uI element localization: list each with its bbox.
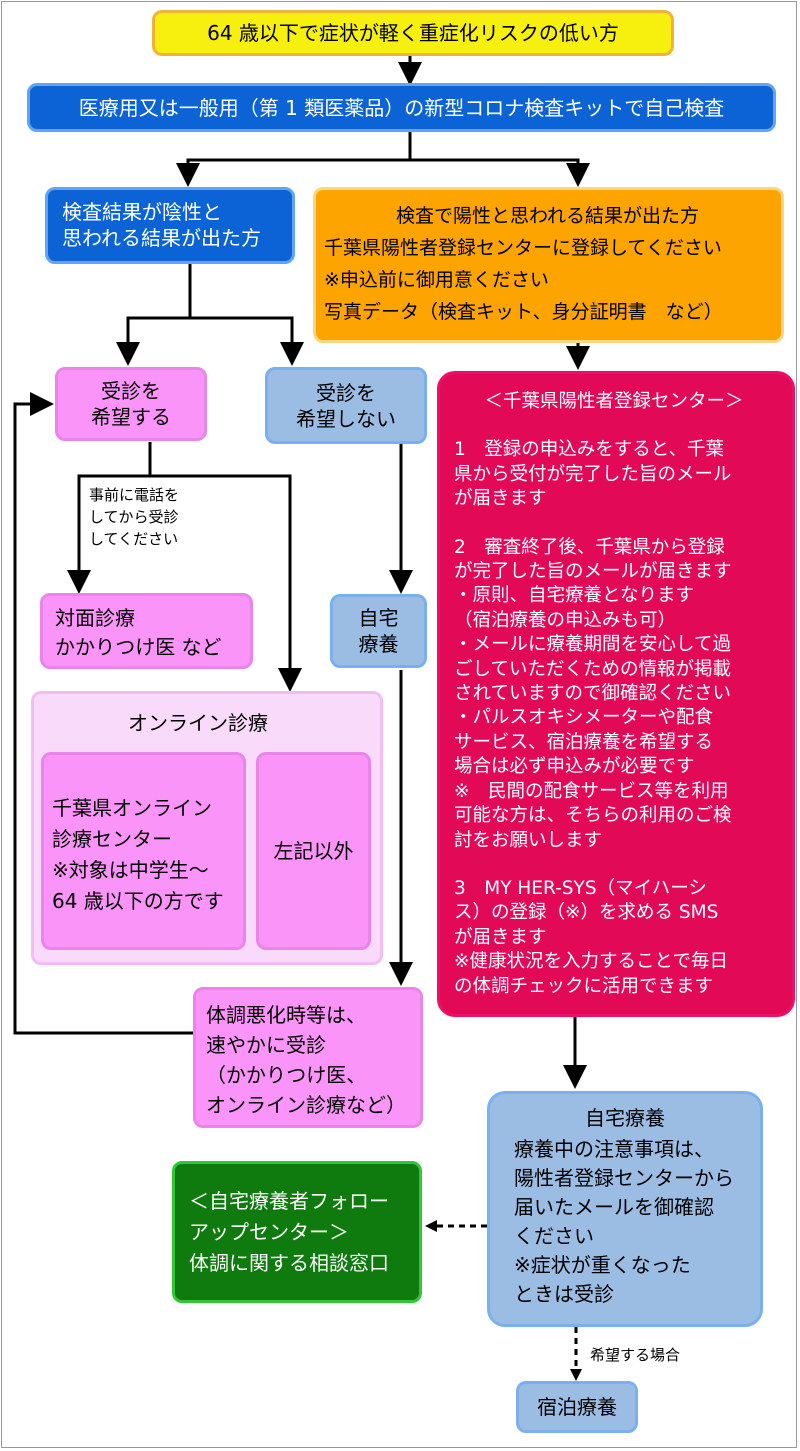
self-test-text: 医療用又は一般用（第 1 類医薬品）の新型コロナ検査キットで自己検査 bbox=[78, 95, 725, 120]
phone-note: 事前に電話を してから受診 してください bbox=[89, 486, 180, 548]
want-visit-box: 受診を 希望する bbox=[55, 367, 207, 441]
in-person-box: 対面診療 かかりつけ医 など bbox=[40, 593, 253, 669]
lodging-box: 宿泊療養 bbox=[516, 1381, 638, 1433]
text-line: ・原則、自宅療養となります bbox=[454, 585, 694, 607]
arrow-to-no-visit bbox=[190, 316, 304, 366]
text-line: が完了した旨のメールが届きます bbox=[454, 561, 732, 583]
hope-label: 希望する場合 bbox=[590, 1346, 681, 1364]
arrow-to-online bbox=[150, 474, 302, 692]
online-panel-title: オンライン診療 bbox=[128, 711, 268, 735]
text-line: 2 審査終了後、千葉県から登録 bbox=[454, 536, 725, 558]
worsen-box: 体調悪化時等は、 速やかに受診 （かかりつけ医、 オンライン診療など） bbox=[193, 987, 423, 1128]
chiba-online-center-box: 千葉県オンライン 診療センター ※対象は中学生～ 64 歳以下の方です bbox=[41, 752, 246, 950]
home-care-box: 自宅 療養 bbox=[330, 594, 427, 668]
self-test-box: 医療用又は一般用（第 1 類医薬品）の新型コロナ検査キットで自己検査 bbox=[27, 83, 776, 132]
center-title: ＜千葉県陽性者登録センター＞ bbox=[484, 391, 744, 412]
no-visit-box: 受診を 希望しない bbox=[265, 367, 427, 444]
text-line: 可能な方は、そちらの利用のご検 bbox=[454, 805, 732, 827]
text-line: 場合は必ず申込みが必要です bbox=[454, 756, 695, 778]
text-line: ときは受診 bbox=[514, 1282, 614, 1306]
text-line: の体調チェックに活用できます bbox=[454, 975, 714, 997]
text-line bbox=[454, 853, 792, 877]
top-condition-box: 64 歳以下で症状が軽く重症化リスクの低い方 bbox=[152, 10, 674, 56]
other-online-box: 左記以外 bbox=[256, 752, 371, 950]
text-line: が届きます bbox=[454, 926, 547, 948]
text-line: ※ 民間の配食サービス等を利用 bbox=[454, 780, 729, 802]
text-line: 1 登録の申込みをすると、千葉 bbox=[454, 439, 725, 461]
text-line: ス）の登録（※）を求める SMS bbox=[454, 902, 719, 924]
center-body: 1 登録の申込みをすると、千葉県から受付が完了した旨のメールが届きます 2 審査終… bbox=[454, 438, 792, 999]
registration-center-box: ＜千葉県陽性者登録センター＞ 1 登録の申込みをすると、千葉県から受付が完了した… bbox=[437, 371, 795, 1017]
followup-center-box: ＜自宅療養者フォロー アップセンター＞ 体調に関する相談窓口 bbox=[172, 1161, 422, 1303]
text-line: ください bbox=[514, 1224, 594, 1248]
home-care-detail-title: 自宅療養 bbox=[585, 1106, 665, 1130]
arrow-loop-back bbox=[13, 392, 193, 1035]
text-line: 陽性者登録センターから bbox=[514, 1166, 734, 1190]
positive-result-box: 検査で陽性と思われる結果が出た方 千葉県陽性者登録センターに登録してください ※… bbox=[313, 187, 784, 343]
arrow-to-want-visit bbox=[116, 264, 192, 366]
home-care-detail-box: 自宅療養 療養中の注意事項は、陽性者登録センターから届いたメールを御確認ください… bbox=[487, 1091, 763, 1327]
connector-split bbox=[186, 132, 412, 180]
arrow-to-in-person bbox=[67, 442, 152, 594]
text-line: ・メールに療養期間を安心して過 bbox=[454, 634, 731, 656]
text-line: ※症状が重くなった bbox=[514, 1253, 691, 1277]
text-line: 届いたメールを御確認 bbox=[514, 1195, 714, 1219]
arrow-to-positive bbox=[410, 158, 590, 187]
top-condition-text: 64 歳以下で症状が軽く重症化リスクの低い方 bbox=[207, 21, 619, 45]
negative-result-box: 検査結果が陰性と 思われる結果が出た方 bbox=[45, 187, 295, 264]
text-line: 討をお願いします bbox=[454, 829, 603, 851]
text-line: ※健康状況を入力することで毎日 bbox=[454, 951, 728, 973]
text-line: が届きます bbox=[454, 488, 547, 510]
text-line: 療養中の注意事項は、 bbox=[514, 1137, 714, 1161]
text-line: ごしていただくための情報が掲載 bbox=[454, 658, 731, 680]
text-line: （宿泊療養の申込みも可） bbox=[454, 609, 677, 631]
text-line: されていますので御確認ください bbox=[454, 683, 731, 705]
text-line: 県から受付が完了した旨のメール bbox=[454, 463, 732, 485]
home-care-detail-body: 療養中の注意事項は、陽性者登録センターから届いたメールを御確認ください ※症状が重… bbox=[514, 1135, 760, 1309]
text-line bbox=[454, 512, 792, 536]
text-line: 3 MY HER-SYS（マイハーシ bbox=[454, 877, 707, 899]
text-line: サービス、宿泊療養を希望する bbox=[454, 731, 714, 753]
text-line: ・パルスオキシメーターや配食 bbox=[454, 707, 714, 729]
